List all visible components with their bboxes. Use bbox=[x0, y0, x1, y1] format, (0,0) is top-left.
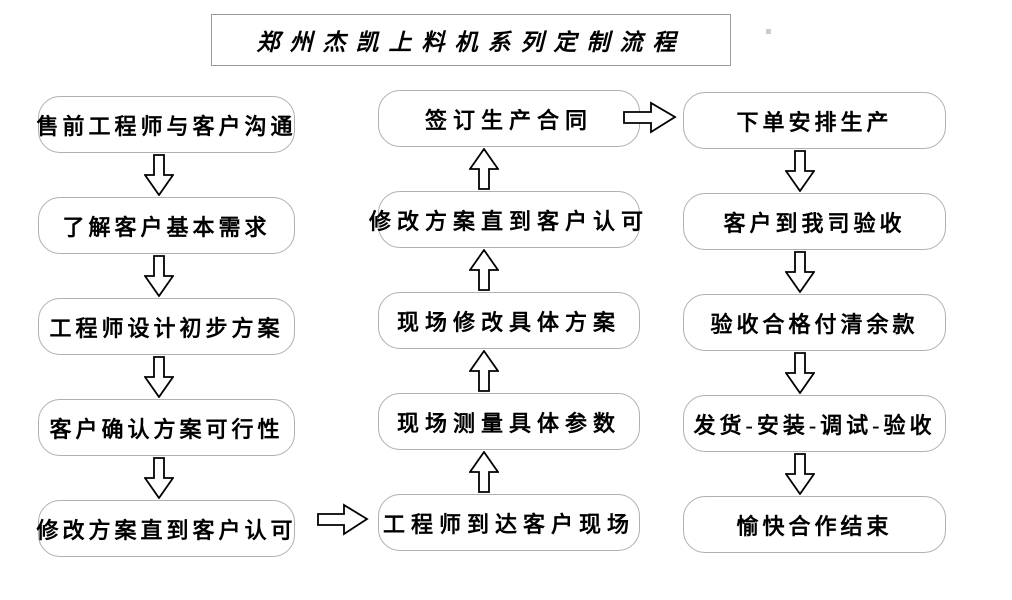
up-arrow-icon bbox=[378, 248, 640, 292]
flowchart-title-box: 郑州杰凯上料机系列定制流程 bbox=[211, 14, 731, 66]
flowchart-title: 郑州杰凯上料机系列定制流程 bbox=[256, 30, 686, 55]
flow-node: 验收合格付清余款 bbox=[683, 294, 946, 351]
up-arrow-icon bbox=[378, 147, 640, 191]
down-arrow-icon bbox=[38, 254, 295, 298]
column-pre-sales: 售前工程师与客户沟通 了解客户基本需求 工程师设计初步方案 客户确认方案可行性 … bbox=[37, 96, 295, 557]
flow-node: 愉快合作结束 bbox=[683, 496, 946, 553]
right-arrow-icon bbox=[317, 503, 369, 536]
down-arrow-icon bbox=[38, 355, 295, 399]
flow-node: 下单安排生产 bbox=[683, 92, 946, 149]
flow-node: 工程师设计初步方案 bbox=[38, 298, 295, 355]
column-production-delivery: 下单安排生产 客户到我司验收 验收合格付清余款 发货-安装-调试-验收 愉快合作… bbox=[683, 92, 946, 553]
flow-node: 工程师到达客户现场 bbox=[378, 494, 640, 551]
flow-node: 客户到我司验收 bbox=[683, 193, 946, 250]
down-arrow-icon bbox=[683, 452, 946, 496]
flow-node: 了解客户基本需求 bbox=[38, 197, 295, 254]
down-arrow-icon bbox=[683, 149, 946, 193]
flow-node: 现场修改具体方案 bbox=[378, 292, 640, 349]
stray-dot bbox=[766, 29, 771, 34]
up-arrow-icon bbox=[378, 450, 640, 494]
down-arrow-icon bbox=[683, 351, 946, 395]
right-arrow-icon bbox=[623, 101, 677, 134]
flow-node: 签订生产合同 bbox=[378, 90, 640, 147]
flow-node: 修改方案直到客户认可 bbox=[37, 500, 295, 557]
down-arrow-icon bbox=[683, 250, 946, 294]
flow-node: 现场测量具体参数 bbox=[378, 393, 640, 450]
flow-node: 客户确认方案可行性 bbox=[38, 399, 295, 456]
flow-node: 售前工程师与客户沟通 bbox=[37, 96, 295, 153]
column-on-site: 签订生产合同 修改方案直到客户认可 现场修改具体方案 现场测量具体参数 工程师到… bbox=[369, 90, 643, 551]
flow-node: 修改方案直到客户认可 bbox=[369, 191, 643, 248]
up-arrow-icon bbox=[378, 349, 640, 393]
down-arrow-icon bbox=[38, 456, 295, 500]
down-arrow-icon bbox=[38, 153, 295, 197]
flow-node: 发货-安装-调试-验收 bbox=[683, 395, 946, 452]
